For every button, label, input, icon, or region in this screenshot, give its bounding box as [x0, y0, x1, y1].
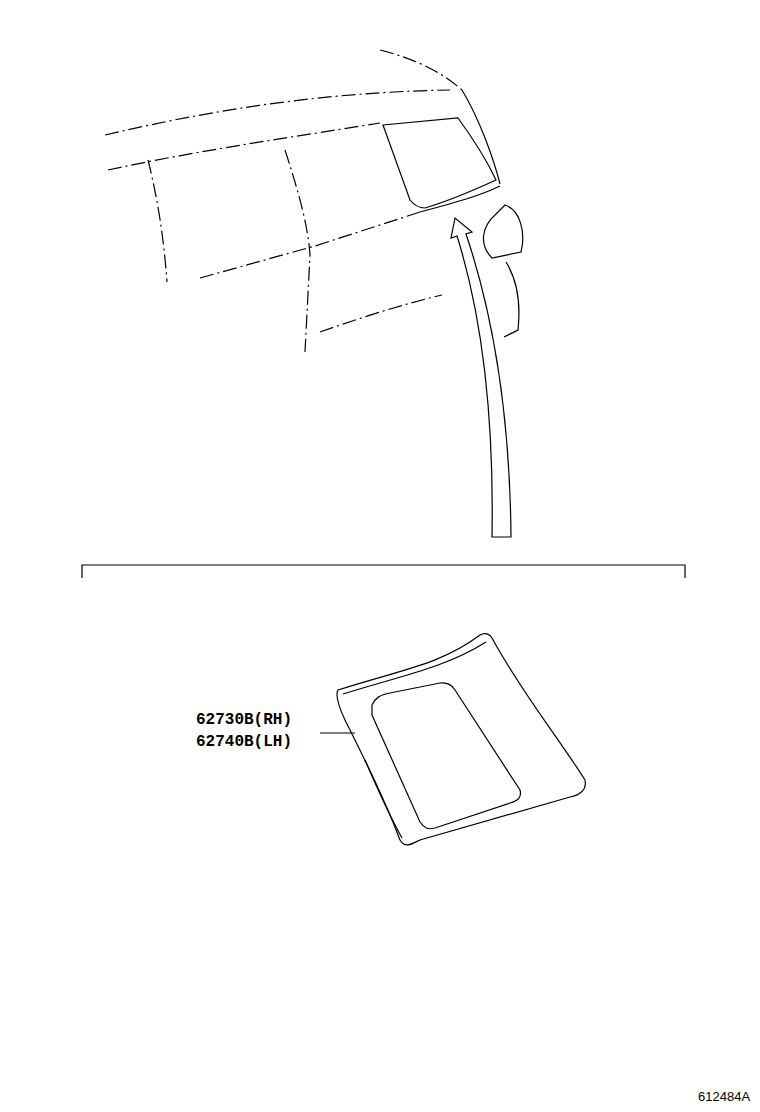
quarter-window-part [337, 634, 586, 845]
part-number: 62740B(LH) [196, 734, 292, 750]
vehicle-body [383, 90, 523, 337]
pointer-arrow [451, 218, 511, 537]
vehicle-outline [105, 50, 462, 352]
leader-line [320, 732, 355, 733]
part-number: 62730B(RH) [196, 712, 292, 728]
figure-number: 612484A [698, 1090, 750, 1103]
bracket [82, 565, 685, 578]
